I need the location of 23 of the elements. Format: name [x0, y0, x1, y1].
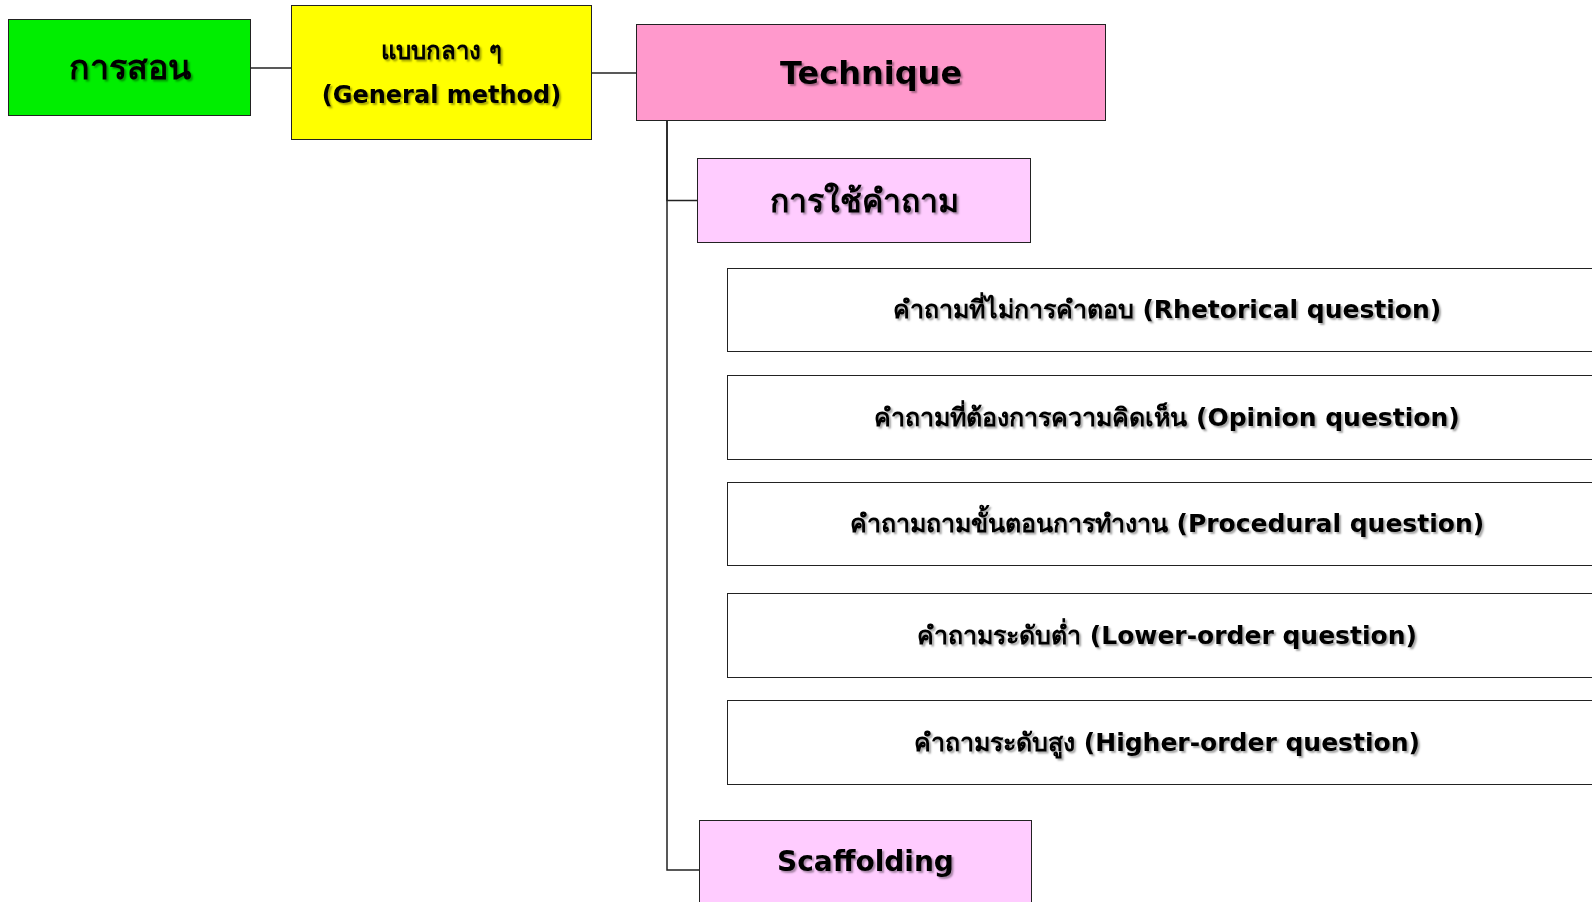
node-box: [727, 268, 1592, 352]
node-label: คำถามที่ต้องการความคิดเห็น (Opinion question): [874, 401, 1460, 434]
node-box: [699, 820, 1032, 902]
connector-line: [250, 67, 292, 69]
node-label: Technique: [779, 52, 963, 93]
node-box: [291, 5, 592, 140]
node-label: การสอน: [68, 46, 191, 89]
node-box: [727, 482, 1592, 566]
node-label: การใช้คำถาม: [769, 180, 959, 221]
node-label: คำถามที่ไม่การคำตอบ (Rhetorical question): [892, 294, 1442, 326]
node-label: คำถามระดับต่ำ (Lower-order question): [917, 619, 1417, 652]
node-box: [727, 700, 1592, 785]
node-label: (General method): [321, 79, 562, 110]
node-label: คำถามระดับสูง (Higher-order question): [914, 726, 1420, 759]
node-label: Scaffolding: [777, 843, 954, 879]
node-box: [8, 19, 251, 116]
node-box: [727, 375, 1592, 460]
connector-line: [666, 120, 700, 871]
node-box: [697, 158, 1031, 243]
node-label: แบบกลาง ๆ: [380, 35, 503, 66]
node-box: [727, 593, 1592, 678]
node-box: [636, 24, 1106, 121]
connector-line: [591, 72, 637, 74]
